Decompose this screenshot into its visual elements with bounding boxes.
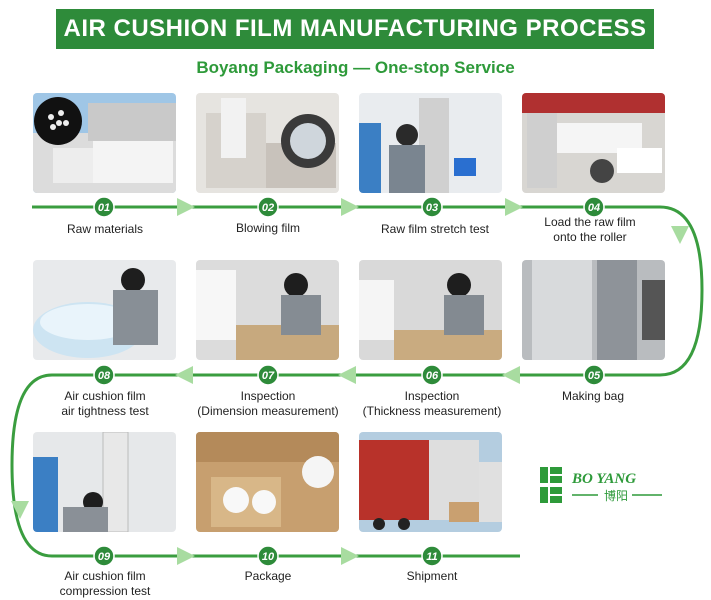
step-number-04: 04 [588, 202, 600, 214]
step-label-01: Raw materials [66, 222, 144, 236]
photo-thickness-inspection [359, 260, 502, 360]
step-number-09: 09 [98, 551, 111, 563]
flow-arrow [502, 366, 520, 384]
step-badge-08: 08 [93, 364, 115, 386]
step-badge-09: 09 [93, 545, 115, 567]
flow-arrow [505, 198, 523, 216]
step-badge-02: 02 [257, 196, 279, 218]
step-label-09: Air cushion film compression test [59, 569, 151, 598]
step-badge-06: 06 [421, 364, 443, 386]
photo-compression-test [33, 432, 176, 532]
flow-arrow [338, 366, 356, 384]
step-number-11: 11 [426, 551, 437, 563]
blowing-film-image [196, 93, 339, 193]
step-label-08: Air cushion film air tightness test [61, 389, 149, 418]
photo-making-bag [522, 260, 665, 360]
flow-arrow [341, 198, 359, 216]
step-label-04: Load the raw film onto the roller [544, 215, 636, 244]
step-badge-05: 05 [583, 364, 605, 386]
step-label-07: Inspection (Dimension measurement) [197, 389, 339, 418]
logo-chinese: 博阳 [604, 488, 628, 503]
photo-air-tightness-test [33, 260, 176, 360]
roller-image [522, 93, 665, 193]
step-number-03: 03 [426, 202, 438, 214]
step-badge-10: 10 [257, 545, 279, 567]
compression-test-image [33, 432, 176, 532]
flow-arrow [341, 547, 359, 565]
step-number-05: 05 [588, 370, 601, 382]
stretch-test-image [359, 93, 502, 193]
photo-raw-materials [33, 93, 176, 193]
step-label-11: Shipment [406, 569, 458, 583]
step-label-03: Raw film stretch test [380, 222, 490, 236]
step-number-08: 08 [98, 370, 111, 382]
page-subtitle: Boyang Packaging — One-stop Service [196, 58, 515, 77]
step-badge-03: 03 [421, 196, 443, 218]
boyang-logo: BO YANG 博阳 [540, 465, 680, 505]
page-title: AIR CUSHION FILM MANUFACTURING PROCESS [63, 15, 647, 42]
step-badges: 01 02 03 04 05 06 07 08 09 10 11 [93, 196, 605, 567]
dimension-inspection-image [196, 260, 339, 360]
photo-roller [522, 93, 665, 193]
step-badge-11: 11 [421, 545, 443, 567]
title-banner: AIR CUSHION FILM MANUFACTURING PROCESS [56, 9, 654, 49]
package-image [196, 432, 339, 532]
flow-arrow [177, 198, 195, 216]
flow-arrows [11, 198, 689, 565]
step-number-07: 07 [262, 370, 275, 382]
shipment-image [359, 432, 502, 532]
flow-arrow [11, 501, 29, 519]
step-badge-01: 01 [93, 196, 115, 218]
step-number-01: 01 [98, 202, 110, 214]
air-tightness-image [33, 260, 176, 360]
photo-shipment [359, 432, 502, 532]
step-label-10: Package [244, 569, 292, 583]
photo-stretch-test [359, 93, 502, 193]
step-number-10: 10 [262, 551, 275, 563]
boyang-logo-mark: BO YANG 博阳 [540, 467, 662, 503]
making-bag-image [522, 260, 665, 360]
step-badge-04: 04 [583, 196, 605, 218]
step-number-06: 06 [426, 370, 439, 382]
step-badge-07: 07 [257, 364, 279, 386]
step-label-06: Inspection (Thickness measurement) [362, 389, 502, 418]
step-number-02: 02 [262, 202, 274, 214]
photo-blowing-film [196, 93, 339, 193]
logo-latin: BO YANG [571, 471, 636, 487]
photo-dimension-inspection [196, 260, 339, 360]
step-label-02: Blowing film [235, 221, 301, 235]
thickness-inspection-image [359, 260, 502, 360]
step-label-05: Making bag [561, 389, 625, 403]
photo-package [196, 432, 339, 532]
flow-arrow [177, 547, 195, 565]
flow-arrow [671, 226, 689, 244]
raw-materials-image [33, 93, 176, 193]
flow-arrow [175, 366, 193, 384]
